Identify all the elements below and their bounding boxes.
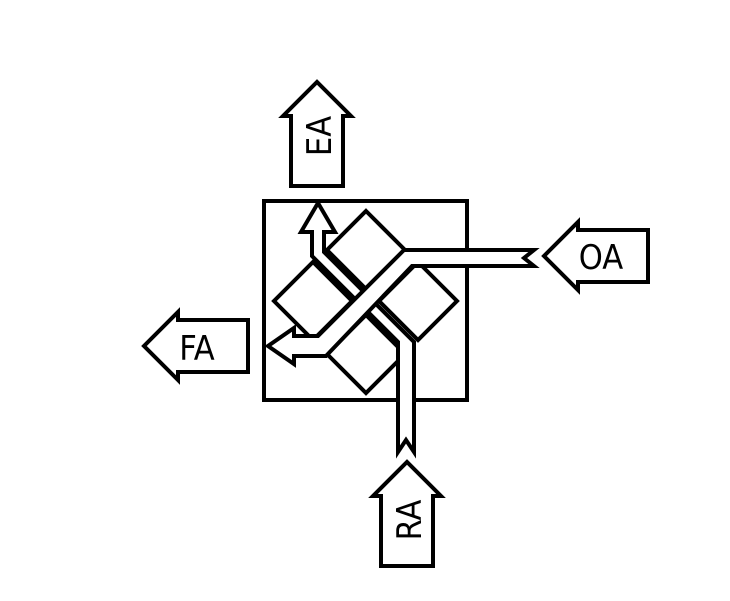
ea-label: EA xyxy=(300,116,340,156)
ra-label: RA xyxy=(390,500,430,541)
oa-label: OA xyxy=(579,238,623,278)
ea-arrow: EA xyxy=(278,79,356,188)
fa-arrow: FA xyxy=(141,307,250,385)
oa-arrow: OA xyxy=(541,217,650,295)
flow-oa-to-fa xyxy=(264,248,540,368)
fa-label: FA xyxy=(179,329,214,369)
flow-ra-to-ea xyxy=(297,199,416,459)
ra-arrow: RA xyxy=(368,459,446,568)
